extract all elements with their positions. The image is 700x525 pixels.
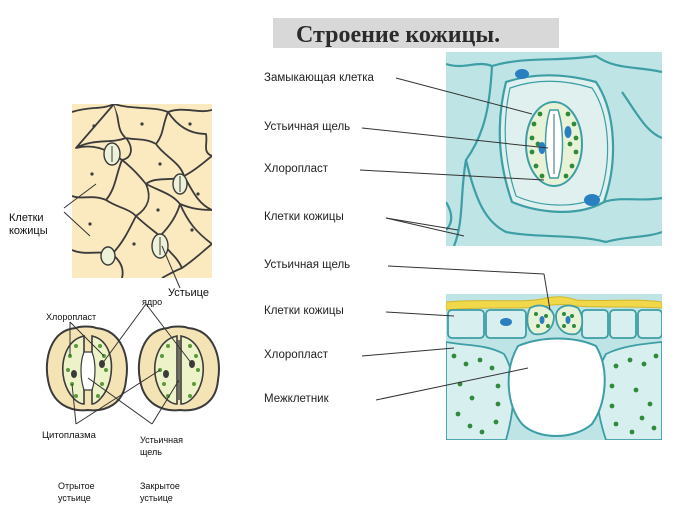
guard-cells [525, 101, 583, 187]
caption-closed-stoma: Закрытое устьице [140, 481, 180, 503]
stoma-4 [100, 246, 116, 266]
label-cytoplasm: Цитоплазма [42, 430, 96, 441]
label-epidermis-cells-top: Клетки кожицы [264, 211, 344, 223]
stoma-1 [103, 142, 121, 166]
label-stomatal-slit-bottom: Устьичная щель [264, 259, 351, 271]
epidermis-surface-diagram [72, 104, 212, 278]
stoma-3 [151, 233, 169, 259]
label-chloroplast-top: Хлоропласт [264, 163, 329, 175]
epidermis-stoma-surface-view [446, 52, 662, 246]
epidermis-cross-section [446, 294, 662, 440]
label-stomatal-slit-left: Устьичная щель [140, 435, 183, 457]
label-chloroplast-bottom: Хлоропласт [264, 349, 329, 361]
stoma-2 [172, 173, 188, 195]
left-top-stoma-pointer [161, 245, 181, 289]
title-banner [273, 18, 559, 52]
label-stoma-left: Устьице [168, 287, 209, 299]
closed-stoma [137, 325, 220, 412]
label-epidermis-cells-bottom: Клетки кожицы [264, 305, 344, 317]
label-nucleus: ядро [142, 297, 163, 307]
label-guard-cell: Замыкающая клетка [264, 72, 374, 84]
right-leader-lines [359, 77, 551, 401]
guard-cells-section [526, 304, 584, 336]
left-top-pointers [63, 183, 97, 237]
stoma-comparison-diagram [45, 303, 220, 425]
label-stomatal-slit-top: Устьичная щель [264, 121, 351, 133]
page-title: Строение кожицы. [296, 22, 501, 48]
label-chloroplast-left: Хлоропласт [46, 312, 97, 322]
open-stoma [45, 325, 128, 412]
label-intercellular-space: Межклетник [264, 393, 329, 405]
caption-open-stoma: Отрытое устьице [58, 481, 95, 503]
label-epidermis-cells-left: Клетки кожицы [9, 212, 48, 237]
